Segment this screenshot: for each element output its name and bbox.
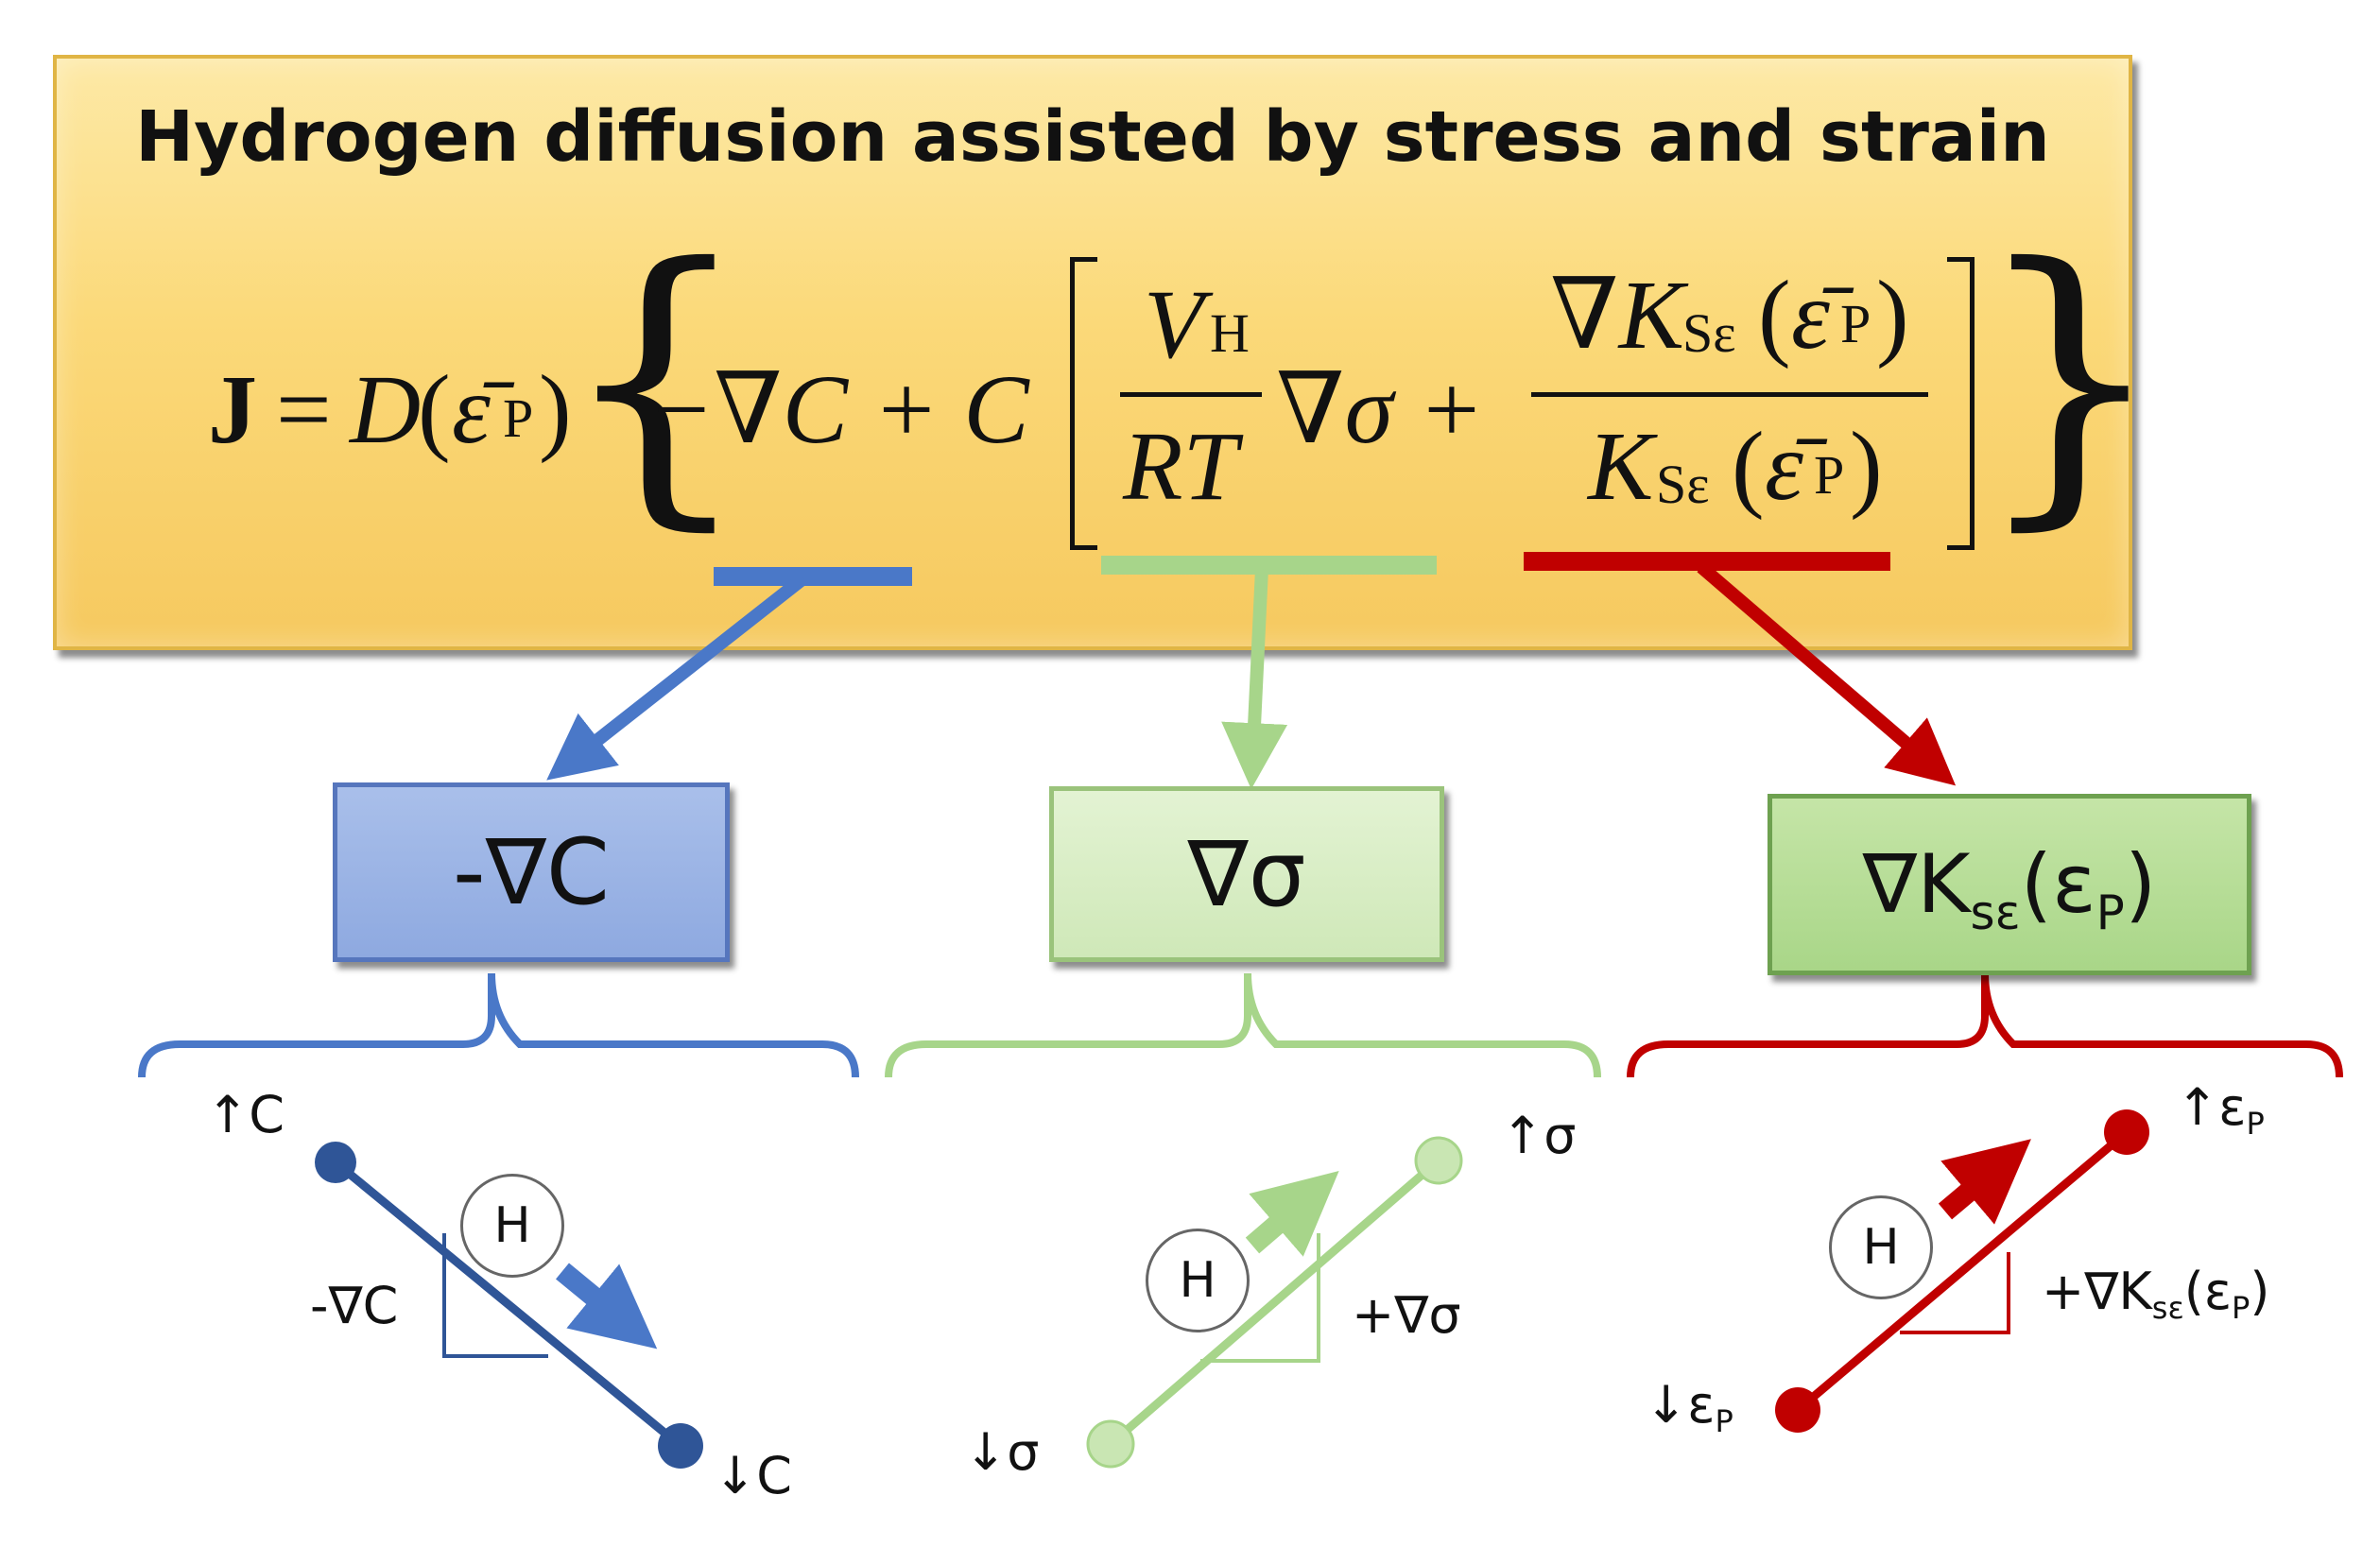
- stress-low-point: [1086, 1419, 1135, 1469]
- eq-trap-gradient-strain-sub: P: [1840, 293, 1871, 354]
- eq-flux-symbol: J: [208, 355, 257, 464]
- eq-trap-term-arg: (: [1732, 412, 1765, 521]
- stress-arrow: [1221, 568, 1288, 790]
- eq-trap-gradient-arg: (: [1758, 261, 1791, 370]
- hydrogen-atom-icon: H: [460, 1174, 564, 1278]
- eq-partial-volume-sub: H: [1210, 302, 1250, 364]
- hydrogen-atom-icon: H: [1829, 1195, 1933, 1299]
- concentration-high-point: [315, 1142, 356, 1183]
- eq-trap-term-arg-close: ): [1850, 412, 1883, 521]
- strain-term-label: ∇Ksε(εP): [1862, 837, 2157, 940]
- concentration-flux-arrow: [556, 1263, 658, 1349]
- stress-term-box: ∇σ: [1049, 786, 1444, 962]
- stress-gradient-label: +∇σ: [1352, 1285, 1461, 1345]
- stress-slope-triangle: [1200, 1233, 1320, 1363]
- hydrogen-atom-icon: H: [1146, 1229, 1250, 1332]
- stress-flux-arrow: [1245, 1171, 1339, 1257]
- eq-stress-gradient: ∇σ +: [1276, 355, 1485, 464]
- eq-paren-open: (: [418, 355, 451, 464]
- strain-gradient-line: [1795, 1128, 2130, 1414]
- concentration-low-point: [658, 1423, 703, 1469]
- strain-brace: [1627, 972, 2343, 1078]
- eq-fraction-bar-1: [1120, 392, 1262, 397]
- concentration-brace: [138, 972, 859, 1078]
- eq-fraction-bar-2: [1531, 392, 1928, 397]
- eq-trap-gradient-arg-close: ): [1876, 261, 1909, 370]
- concentration-gradient-line: [333, 1159, 683, 1450]
- eq-concentration-gradient: −∇C + C: [647, 355, 1029, 464]
- concentration-term-box: -∇C: [333, 782, 730, 962]
- strain-high-label: ↑εP: [2176, 1077, 2265, 1142]
- stress-high-label: ↑σ: [1501, 1106, 1577, 1165]
- eq-bracket-open: [1070, 257, 1097, 550]
- eq-trap-term-strain: ε̄: [1765, 412, 1803, 521]
- strain-gradient-label: +∇Ksε(εP): [2042, 1262, 2270, 1326]
- eq-strain-bar: ε̄: [452, 355, 491, 464]
- eq-trap-term-sub: Sε: [1656, 454, 1710, 515]
- stress-term-label: ∇σ: [1187, 821, 1306, 927]
- eq-curly-close: }: [1974, 204, 2166, 556]
- eq-partial-volume: V: [1144, 270, 1204, 379]
- eq-curly-open: {: [560, 204, 752, 556]
- stress-high-point: [1414, 1136, 1463, 1185]
- eq-paren-close: ): [539, 355, 572, 464]
- concentration-arrow: [546, 573, 808, 781]
- equation-panel: Hydrogen diffusion assisted by stress an…: [53, 55, 2166, 650]
- diagram-title: Hydrogen diffusion assisted by stress an…: [135, 96, 2050, 178]
- eq-trap-term: K: [1588, 412, 1654, 521]
- flux-equation: J = D ( ε̄ P ) { −∇C + C V H RT ∇σ + ∇K …: [208, 229, 2166, 616]
- stress-gradient-line: [1108, 1157, 1441, 1448]
- strain-arrow: [1697, 561, 1957, 786]
- concentration-gradient-label: -∇C: [310, 1276, 399, 1335]
- eq-trap-term-strain-sub: P: [1814, 444, 1845, 506]
- eq-trap-gradient: ∇K: [1550, 261, 1684, 370]
- concentration-high-label: ↑C: [206, 1085, 285, 1144]
- concentration-low-label: ↓C: [714, 1446, 792, 1505]
- concentration-term-label: -∇C: [453, 819, 610, 925]
- strain-low-point: [1775, 1387, 1820, 1433]
- strain-low-label: ↓εP: [1645, 1375, 1733, 1439]
- strain-term-box: ∇Ksε(εP): [1768, 794, 2251, 975]
- eq-trap-gradient-strain: ε̄: [1791, 261, 1830, 370]
- strain-flux-arrow: [1938, 1139, 2031, 1225]
- stress-low-label: ↓σ: [964, 1422, 1040, 1482]
- eq-trap-gradient-sub: Sε: [1682, 302, 1736, 364]
- concentration-slope-triangle: [442, 1233, 548, 1358]
- stress-brace: [885, 972, 1601, 1078]
- strain-slope-triangle: [1900, 1252, 2010, 1334]
- strain-high-point: [2104, 1109, 2149, 1155]
- eq-equals: =: [276, 355, 332, 464]
- eq-strain-sub: P: [503, 387, 534, 449]
- eq-diffusivity: D: [350, 355, 422, 464]
- eq-gas-constant-temp: RT: [1123, 412, 1238, 521]
- eq-bracket-close: [1947, 257, 1975, 550]
